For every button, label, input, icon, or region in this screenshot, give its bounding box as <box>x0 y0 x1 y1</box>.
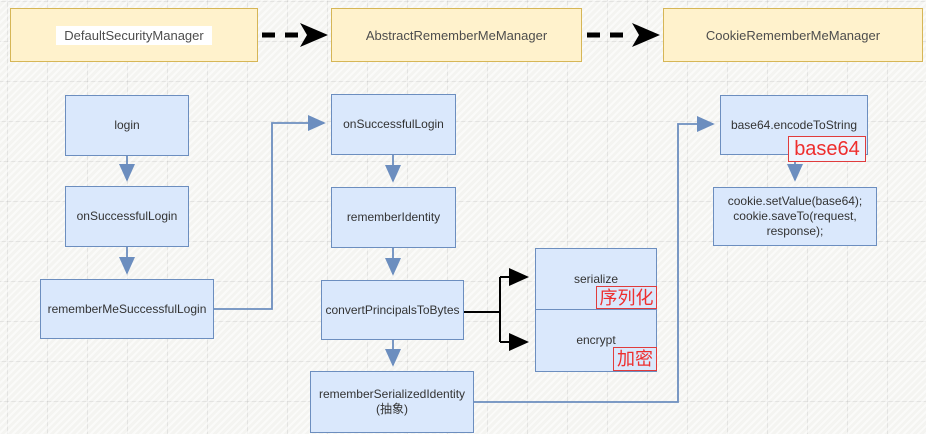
node-rememberserializedidentity: rememberSerializedIdentity (抽象) <box>310 371 474 433</box>
node-label: rememberIdentity <box>346 210 441 224</box>
node-convertprincipalstobytes: convertPrincipalsToBytes <box>321 280 464 340</box>
node-label: encrypt <box>576 333 616 347</box>
cookie-line3: response); <box>766 224 824 238</box>
node-label: base64.encodeToString <box>730 117 858 132</box>
node-onsuccessfullogin-mid: onSuccessfulLogin <box>331 94 456 155</box>
annotation-encrypt-chinese: 加密 <box>613 347 657 371</box>
annotation-serialize-chinese: 序列化 <box>596 286 657 309</box>
dashed-arrow-abstract-to-cookie <box>587 23 660 47</box>
node-label: rememberSerializedIdentity (抽象) <box>319 387 465 417</box>
node-cookie-setvalue-saveto: cookie.setValue(base64); cookie.saveTo(r… <box>713 187 877 246</box>
node-label: convertPrincipalsToBytes <box>325 302 460 317</box>
cookie-line1: cookie.setValue(base64); <box>727 194 863 208</box>
node-label: cookie.setValue(base64); cookie.saveTo(r… <box>728 194 863 239</box>
node-label-line2: (抽象) <box>376 402 408 416</box>
class-label: DefaultSecurityManager <box>56 25 212 45</box>
node-label: serialize <box>573 271 618 286</box>
annotation-base64: base64 <box>788 136 866 162</box>
class-box-cookieremembermemanager: CookieRememberMeManager <box>663 8 923 62</box>
node-rememberidentity: rememberIdentity <box>331 187 456 248</box>
connector-rememberserializedidentity-to-base64 <box>474 115 715 403</box>
dashed-arrow-default-to-abstract <box>262 23 328 47</box>
node-label: login <box>114 118 140 132</box>
class-box-defaultsecuritymanager: DefaultSecurityManager <box>10 8 258 62</box>
node-login: login <box>65 95 189 156</box>
connector-convertprincipalstobytes-fork <box>464 268 529 351</box>
node-label: rememberMeSuccessfulLogin <box>47 301 207 316</box>
class-box-abstractremembermemanager: AbstractRememberMeManager <box>331 8 582 62</box>
connector-remembermesuccessfullogin-to-mid-onsuccessfullogin <box>214 114 326 310</box>
class-label: CookieRememberMeManager <box>705 27 881 43</box>
class-label: AbstractRememberMeManager <box>365 27 548 43</box>
node-label: onSuccessfulLogin <box>76 209 178 223</box>
node-remembermesuccessfullogin: rememberMeSuccessfulLogin <box>40 279 214 339</box>
node-label-line1: rememberSerializedIdentity <box>318 387 466 401</box>
node-onsuccessfullogin-left: onSuccessfulLogin <box>65 186 189 247</box>
node-label: onSuccessfulLogin <box>343 117 444 131</box>
cookie-line2: cookie.saveTo(request, <box>733 209 857 223</box>
